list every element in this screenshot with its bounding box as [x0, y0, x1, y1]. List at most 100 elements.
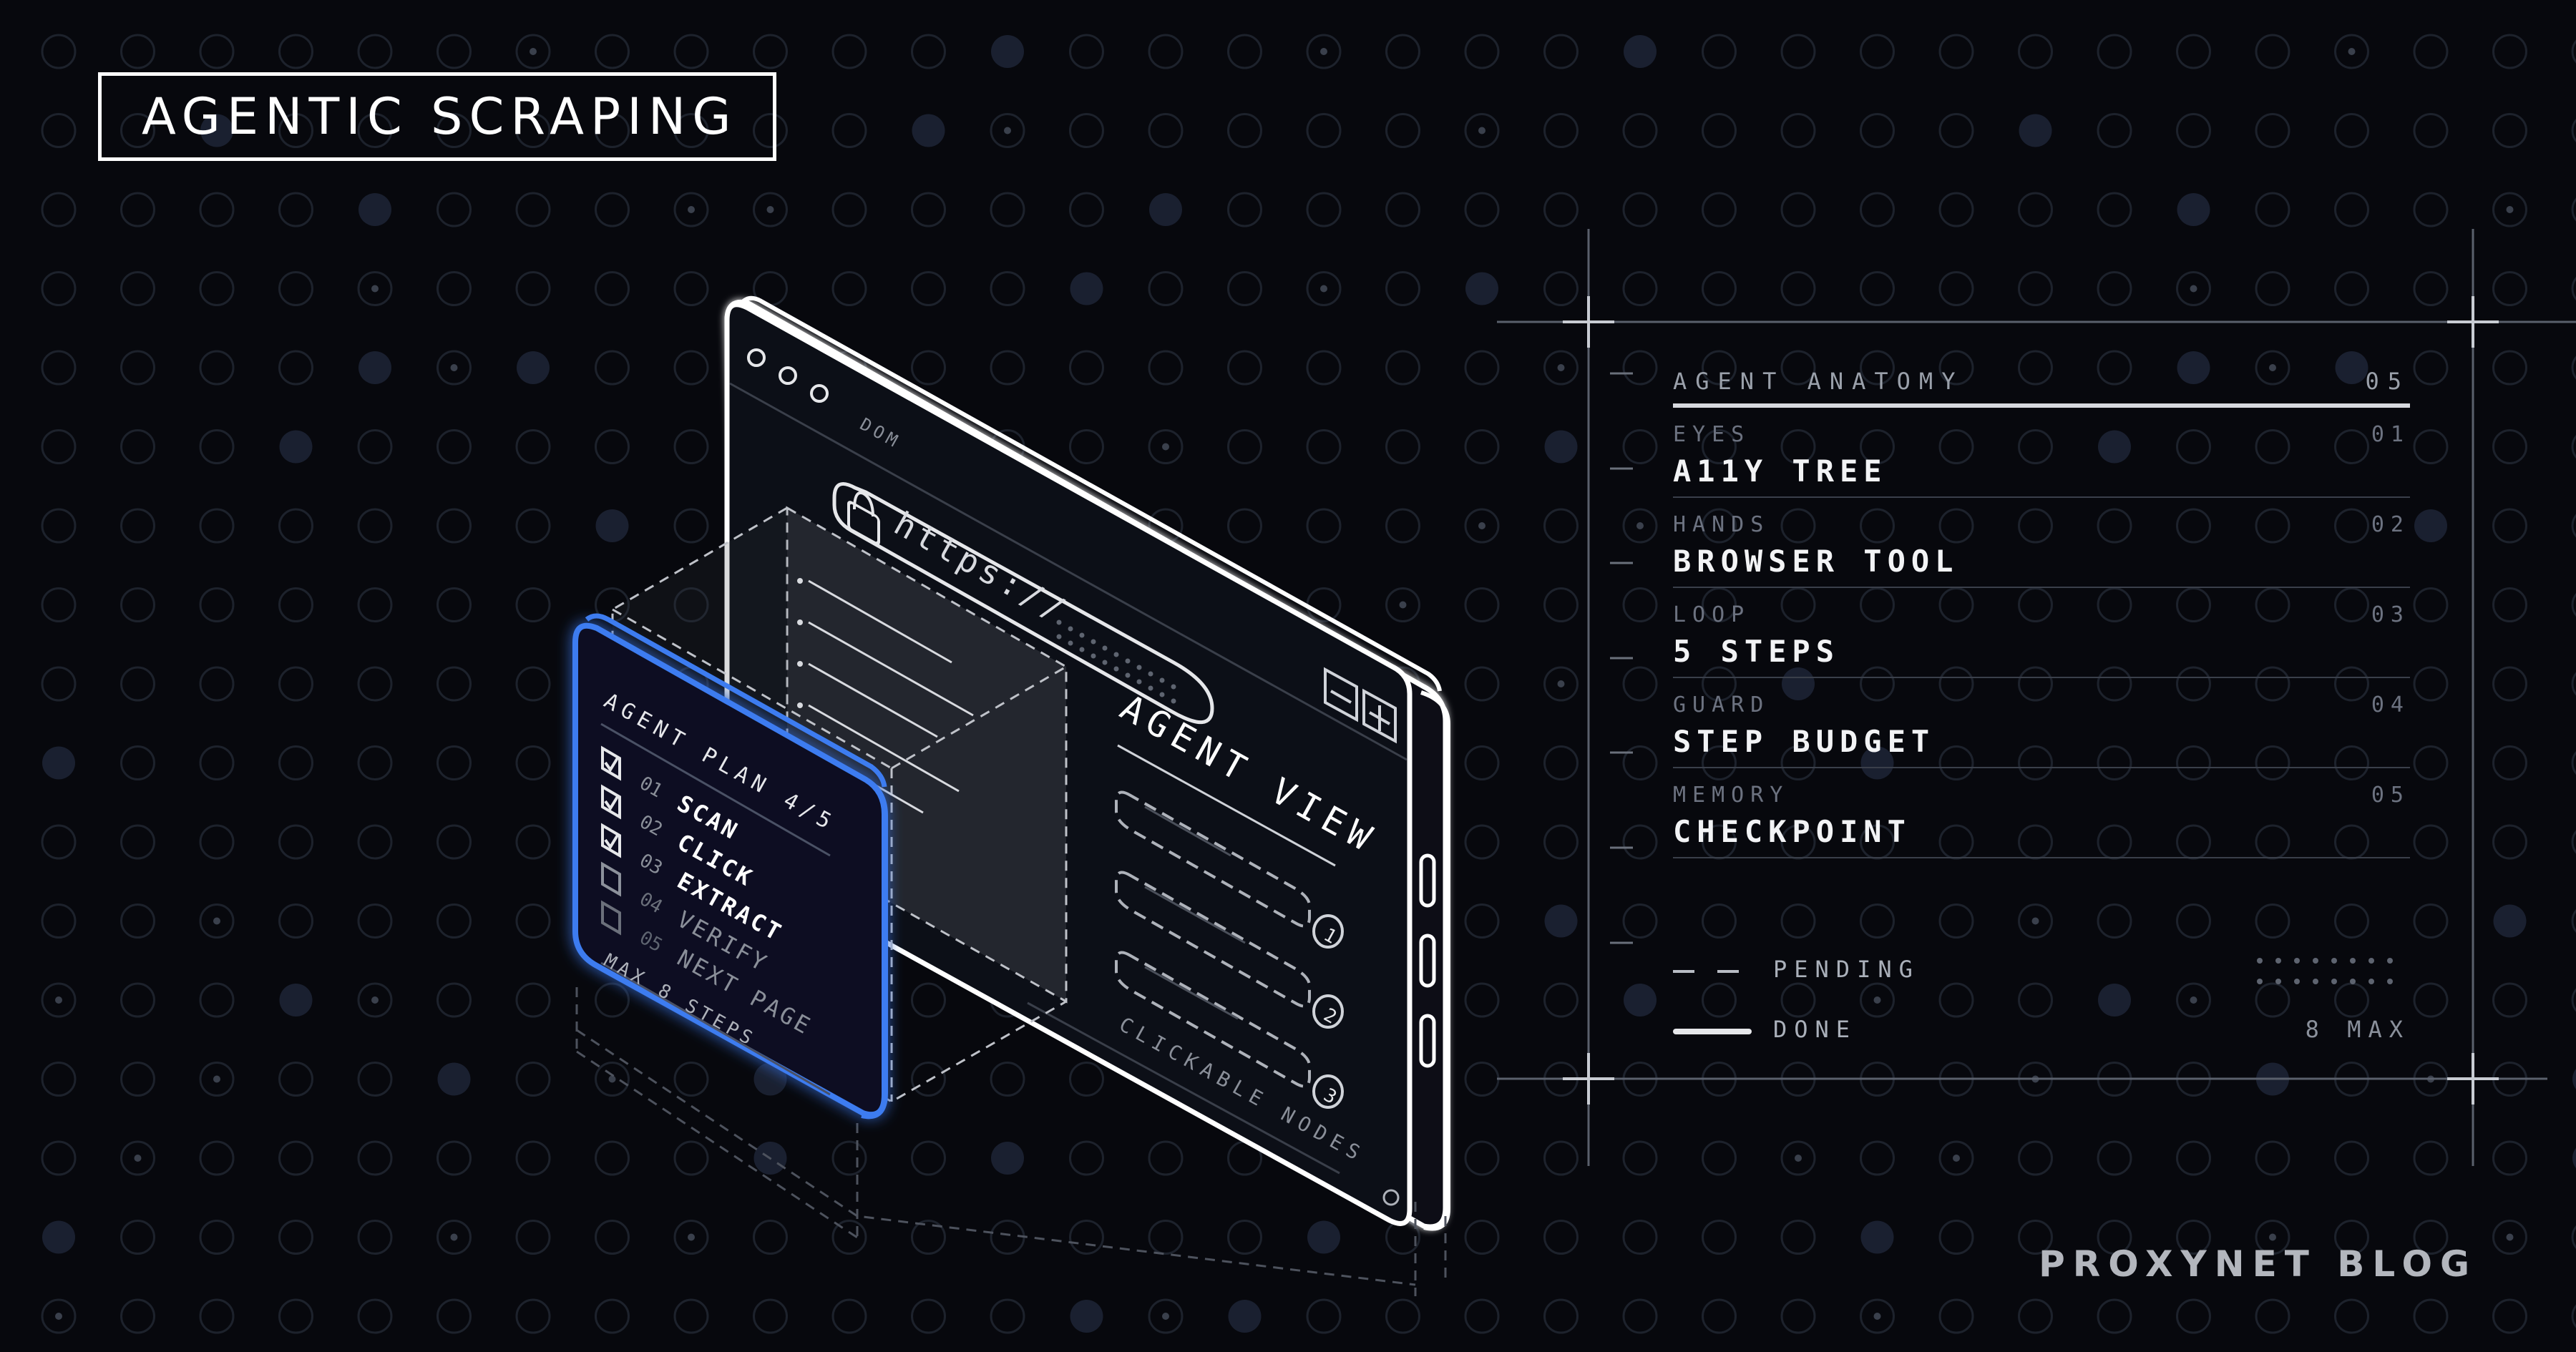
grid-dot-center — [213, 917, 220, 925]
grid-dot — [2018, 271, 2053, 306]
grid-dot — [1622, 666, 1658, 702]
grid-dot — [357, 1062, 393, 1097]
grid-dot — [595, 1140, 630, 1176]
grid-dot — [278, 1298, 313, 1334]
grid-dot — [41, 113, 77, 148]
grid-dot — [120, 350, 155, 386]
grid-dot — [1385, 587, 1420, 622]
grid-dot — [911, 1062, 946, 1097]
grid-dot — [1306, 271, 1342, 306]
grid-dot — [1385, 1298, 1420, 1334]
grid-dot — [2492, 508, 2527, 544]
grid-dot — [2018, 508, 2053, 544]
grid-dot — [2493, 904, 2527, 938]
grid-dot — [2335, 351, 2368, 384]
grid-dot — [1306, 1298, 1342, 1334]
grid-dot-center — [1557, 364, 1565, 371]
grid-dot — [436, 903, 472, 939]
grid-dot — [2255, 192, 2290, 227]
row-value: CHECKPOINT — [1673, 814, 1911, 849]
grid-dot — [1860, 982, 1895, 1018]
grid-dot — [199, 192, 235, 227]
grid-dot — [2097, 271, 2132, 306]
row-value: STEP BUDGET — [1673, 724, 1936, 759]
grid-dot — [1702, 1140, 1737, 1176]
grid-dot — [1543, 745, 1579, 780]
grid-dot — [595, 1220, 630, 1255]
grid-dot — [120, 587, 155, 622]
grid-dot — [1227, 429, 1262, 464]
grid-dot — [911, 271, 946, 306]
grid-dot — [1702, 1220, 1737, 1255]
grid-dot — [2334, 824, 2369, 860]
grid-dot — [1780, 1140, 1816, 1176]
grid-dot — [1464, 1220, 1500, 1255]
grid-dot — [515, 1062, 551, 1097]
grid-dot — [1464, 666, 1500, 702]
grid-dot — [1069, 192, 1104, 227]
grid-dot — [279, 430, 313, 464]
grid-dot — [1938, 1140, 1974, 1176]
grid-dot — [41, 1062, 77, 1097]
grid-dot — [1622, 1220, 1658, 1255]
grid-dot-center — [450, 364, 458, 371]
title-box: AGENTIC SCRAPING — [98, 72, 776, 161]
grid-dot — [199, 745, 235, 780]
grid-dot — [595, 34, 630, 69]
grid-dot-center — [213, 1075, 220, 1083]
grid-dot — [1938, 192, 1974, 227]
grid-dot — [1860, 508, 1895, 544]
row-label: LOOP — [1673, 602, 1751, 627]
grid-dot — [2334, 1298, 2369, 1334]
row-number: 02 — [2371, 512, 2410, 537]
grid-dot — [278, 271, 313, 306]
grid-dot — [2571, 197, 2576, 222]
grid-dot — [673, 1220, 709, 1255]
grid-dot — [199, 587, 235, 622]
grid-dot — [2097, 824, 2132, 860]
grid-dot — [1860, 1220, 1894, 1254]
grid-dot — [1544, 430, 1578, 464]
grid-dot — [911, 1140, 946, 1176]
grid-dot — [1622, 271, 1658, 306]
grid-dot — [2492, 587, 2527, 622]
done-line-icon — [1673, 1029, 1752, 1034]
grid-dot — [1464, 1298, 1500, 1334]
grid-dot — [515, 824, 551, 860]
grid-dot — [2414, 509, 2447, 542]
grid-dot — [436, 192, 472, 227]
grid-dot — [1622, 350, 1658, 386]
grid-dot — [2334, 666, 2369, 702]
grid-dot — [1622, 903, 1658, 939]
grid-dot — [1938, 666, 1974, 702]
grid-dot — [673, 192, 709, 227]
grid-dot — [41, 350, 77, 386]
grid-dot — [1148, 271, 1184, 306]
grid-dot — [2176, 666, 2211, 702]
grid-dot — [120, 34, 155, 69]
grid-dot — [2176, 34, 2211, 69]
grid-dot — [1069, 34, 1104, 69]
grid-dot — [1543, 1298, 1579, 1334]
grid-dot — [2255, 429, 2290, 464]
grid-dot — [42, 746, 75, 780]
grid-dot — [1464, 350, 1500, 386]
grid-dot — [595, 350, 630, 386]
grid-dot — [515, 113, 551, 148]
grid-dot — [278, 113, 313, 148]
grid-dot — [1938, 350, 1974, 386]
grid-dot — [753, 1298, 788, 1334]
lock-icon — [847, 491, 880, 545]
grid-dot — [1622, 587, 1658, 622]
grid-dot — [1860, 34, 1895, 69]
grid-dot — [2413, 113, 2449, 148]
grid-dot — [1860, 271, 1895, 306]
grid-dot — [199, 903, 235, 939]
grid-dot — [2413, 429, 2449, 464]
grid-dot — [436, 271, 472, 306]
grid-dot — [41, 587, 77, 622]
grid-dot — [2571, 39, 2576, 64]
grid-dot — [911, 34, 946, 69]
grid-dot — [1306, 192, 1342, 227]
grid-dot-center — [2269, 364, 2276, 371]
